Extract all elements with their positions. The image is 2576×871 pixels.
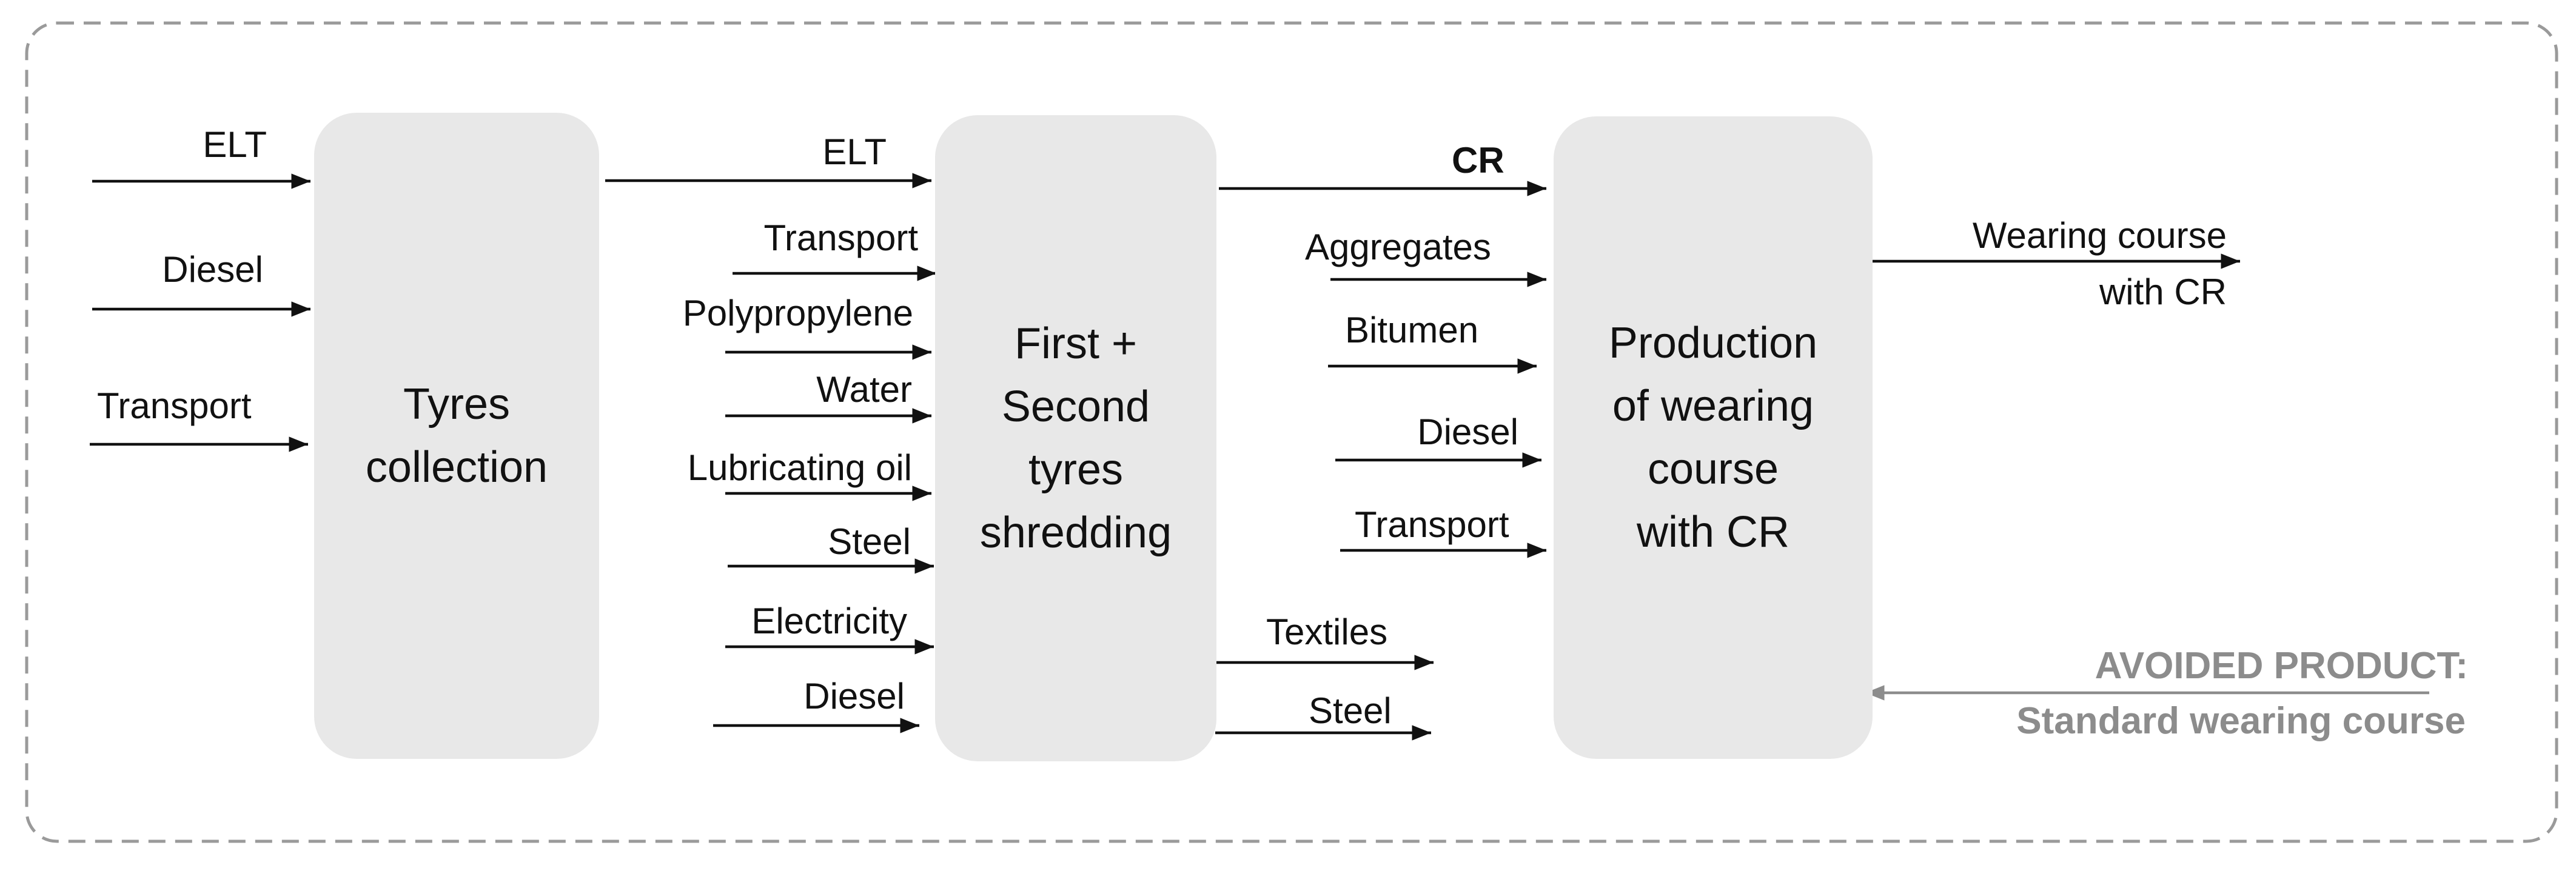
process-wearing-course-production: Production of wearing course with CR	[1554, 116, 1873, 759]
system-boundary	[25, 21, 2558, 843]
label-shredding-polypropylene: Polypropylene	[682, 293, 913, 333]
label-wearing-course-line2: with CR	[2099, 272, 2227, 312]
process-tyres-shredding-label: First + Second tyres shredding	[979, 319, 1172, 557]
process-tyres-shredding: First + Second tyres shredding	[935, 115, 1216, 761]
process-tyres-collection-label: Tyres collection	[365, 380, 548, 492]
avoided-product-title: AVOIDED PRODUCT:	[2095, 645, 2468, 687]
label-cr: CR	[1452, 140, 1504, 181]
label-shredding-electricity: Electricity	[751, 601, 907, 641]
label-collection-transport: Transport	[97, 385, 252, 426]
label-shredding-elt: ELT	[822, 132, 887, 172]
label-steel-out: Steel	[1309, 690, 1392, 731]
label-collection-elt: ELT	[203, 124, 267, 165]
label-production-diesel: Diesel	[1417, 412, 1518, 452]
process-tyres-collection: Tyres collection	[314, 113, 599, 759]
label-shredding-lubricating-oil: Lubricating oil	[687, 447, 912, 488]
process-wearing-course-production-label: Production of wearing course with CR	[1608, 319, 1818, 556]
avoided-product-name: Standard wearing course	[2016, 700, 2466, 742]
label-shredding-water: Water	[816, 369, 912, 410]
label-shredding-transport: Transport	[763, 218, 918, 258]
label-shredding-diesel: Diesel	[803, 676, 905, 716]
label-production-bitumen: Bitumen	[1345, 310, 1479, 350]
label-textiles: Textiles	[1266, 612, 1388, 652]
label-collection-diesel: Diesel	[162, 249, 263, 290]
label-wearing-course-line1: Wearing course	[1972, 215, 2227, 256]
label-production-transport: Transport	[1355, 504, 1509, 545]
label-shredding-steel: Steel	[828, 521, 911, 562]
label-production-aggregates: Aggregates	[1305, 227, 1491, 267]
